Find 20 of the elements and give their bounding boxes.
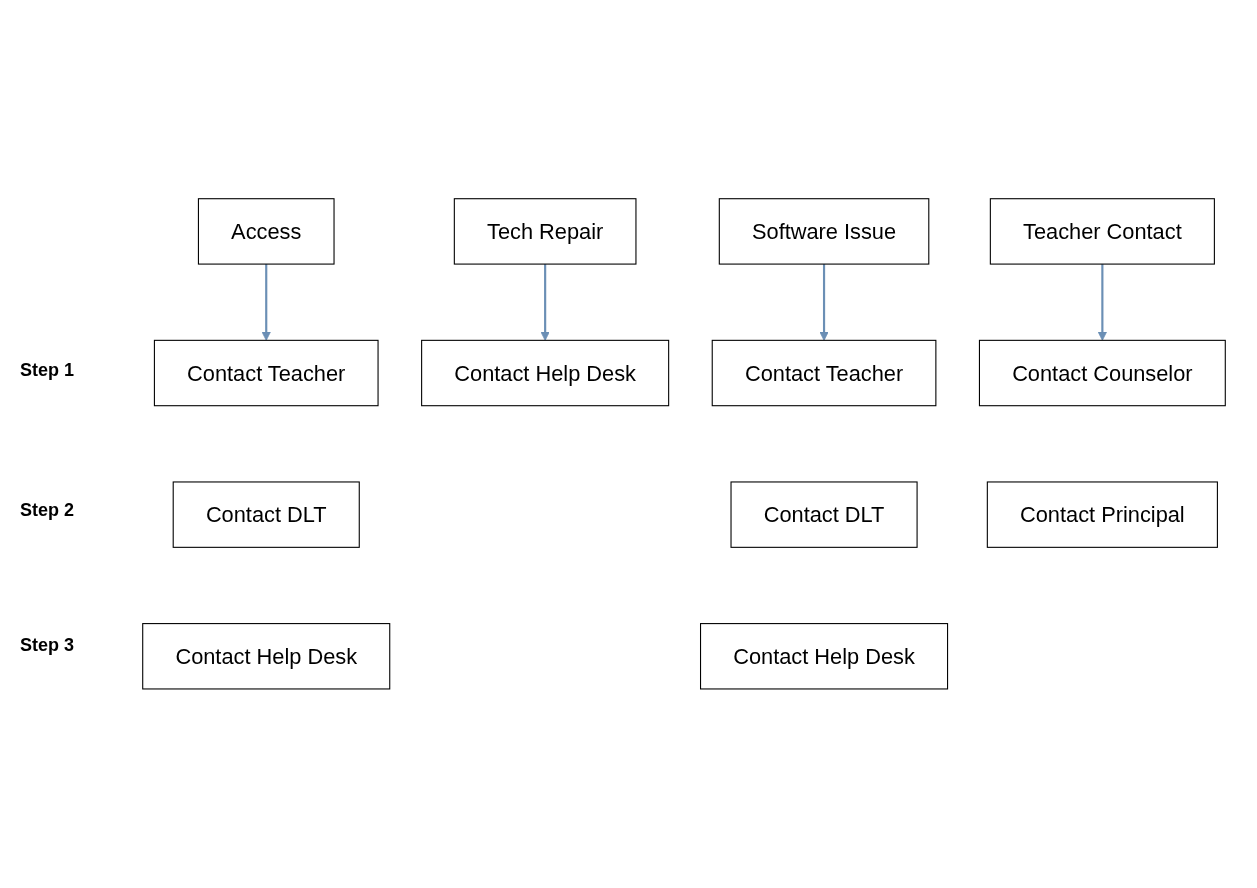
- node-box: Contact Principal: [986, 481, 1218, 549]
- node-box: Contact Teacher: [711, 339, 936, 407]
- node-box: Contact Counselor: [978, 339, 1226, 407]
- arrow: [818, 264, 829, 341]
- node-box: Contact DLT: [729, 481, 918, 549]
- step-label: Step 2: [20, 500, 75, 521]
- arrow: [539, 264, 550, 341]
- step-label: Step 1: [20, 360, 75, 381]
- arrow: [260, 264, 271, 341]
- node-box: Contact Help Desk: [141, 623, 390, 690]
- node-box: Contact DLT: [172, 481, 360, 549]
- node-box: Contact Help Desk: [699, 623, 948, 690]
- step-label: Step 3: [20, 635, 75, 656]
- node-box: Contact Teacher: [153, 339, 379, 407]
- node-box: Contact Help Desk: [420, 339, 669, 407]
- node-box: Teacher Contact: [989, 198, 1215, 265]
- node-box: Access: [197, 198, 335, 265]
- arrow: [1097, 264, 1107, 341]
- node-box: Tech Repair: [453, 198, 636, 265]
- node-box: Software Issue: [718, 198, 929, 265]
